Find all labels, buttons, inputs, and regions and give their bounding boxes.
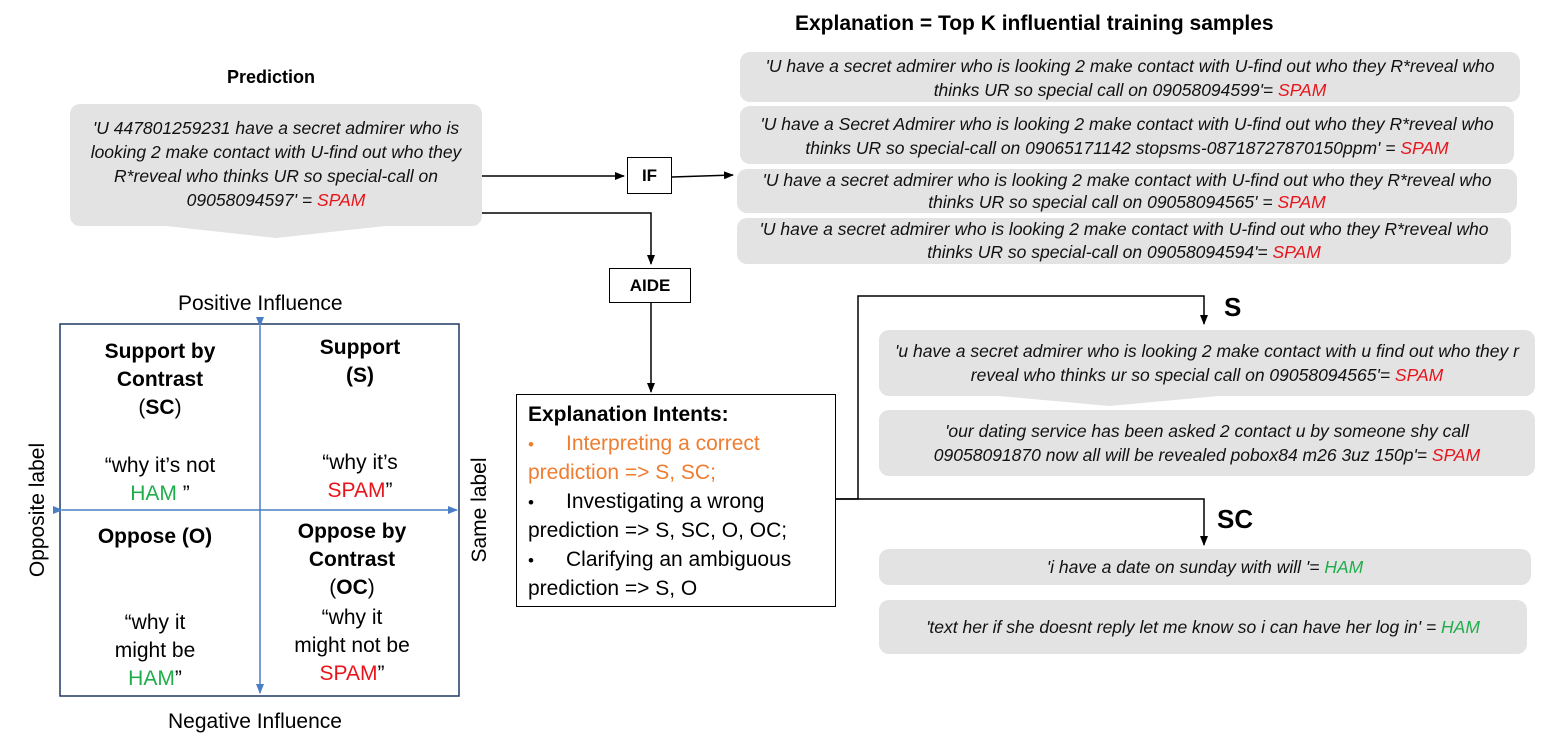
s-sample-1: 'u have a secret admirer who is looking … — [879, 330, 1535, 406]
s-sample-text: 'u have a secret admirer who is looking … — [895, 341, 1519, 385]
intents-box: Explanation Intents: •Interpreting a cor… — [516, 394, 836, 607]
arrow-intents-to-sc — [836, 498, 1208, 546]
arrow-prediction-to-aide — [482, 212, 655, 265]
if-sample-text: 'U have a secret admirer who is looking … — [765, 56, 1495, 100]
if-sample-1: 'U have a secret admirer who is looking … — [740, 52, 1520, 102]
sc-sample-text: 'text her if she doesnt reply let me kno… — [926, 617, 1442, 637]
intent-item-2: •Investigating a wrong prediction => S, … — [528, 489, 788, 543]
quadrant-sc-title: Support by Contrast (SC) — [104, 340, 216, 419]
quadrant-oc-quote: “why it might not be SPAM” — [294, 606, 410, 685]
s-sample-text: 'our dating service has been asked 2 con… — [933, 421, 1469, 465]
prediction-label: SPAM — [317, 190, 366, 210]
positive-influence-label: Positive Influence — [178, 292, 343, 315]
explanation-title: Explanation = Top K influential training… — [795, 12, 1274, 35]
sc-sample-label: HAM — [1324, 557, 1364, 577]
prediction-text: 'U 447801259231 have a secret admirer wh… — [90, 118, 462, 210]
intents-title: Explanation Intents: — [528, 403, 729, 426]
sc-group-label: SC — [1217, 504, 1254, 534]
if-sample-text: 'U have a secret admirer who is looking … — [759, 219, 1489, 262]
quadrant-oc-title: Oppose by Contrast (OC) — [297, 520, 407, 599]
quadrant-o-title: Oppose (O) — [97, 525, 213, 548]
if-sample-text: 'U have a Secret Admirer who is looking … — [760, 114, 1494, 158]
if-sample-text: 'U have a secret admirer who is looking … — [762, 170, 1492, 212]
if-sample-4: 'U have a secret admirer who is looking … — [737, 218, 1511, 264]
s-sample-2: 'our dating service has been asked 2 con… — [879, 410, 1535, 476]
sc-sample-1: 'i have a date on sunday with will '= HA… — [879, 549, 1531, 585]
quadrant-s-title: Support (S) — [319, 336, 401, 387]
opposite-label: Opposite label — [26, 442, 49, 578]
sc-sample-label: HAM — [1441, 617, 1480, 637]
if-sample-label: SPAM — [1277, 192, 1326, 212]
if-sample-label: SPAM — [1278, 80, 1327, 100]
arrow-if-to-samples — [671, 171, 734, 180]
s-sample-label: SPAM — [1394, 365, 1444, 385]
sc-sample-2: 'text her if she doesnt reply let me kno… — [879, 600, 1527, 654]
prediction-title: Prediction — [227, 67, 316, 87]
intent-item-1: •Interpreting a correct prediction => S,… — [528, 431, 760, 485]
same-label: Same label — [468, 457, 491, 563]
quadrant-s-quote: “why it’s SPAM” — [322, 451, 398, 502]
prediction-bubble: 'U 447801259231 have a secret admirer wh… — [70, 104, 482, 238]
quadrant-sc-quote: “why it’s not HAM ” — [104, 454, 216, 505]
quadrant-o-quote: “why it might be HAM” — [114, 611, 196, 690]
if-box: IF — [627, 157, 672, 194]
s-sample-label: SPAM — [1431, 445, 1481, 465]
if-sample-label: SPAM — [1400, 138, 1449, 158]
aide-box: AIDE — [609, 268, 691, 303]
negative-influence-label: Negative Influence — [168, 710, 342, 733]
intent-item-3: •Clarifying an ambiguous prediction => S… — [528, 547, 792, 601]
if-sample-3: 'U have a secret admirer who is looking … — [737, 169, 1517, 213]
s-group-label: S — [1224, 292, 1242, 322]
sc-sample-text: 'i have a date on sunday with will '= — [1046, 557, 1325, 577]
if-sample-2: 'U have a Secret Admirer who is looking … — [740, 106, 1514, 164]
if-sample-label: SPAM — [1272, 242, 1321, 262]
